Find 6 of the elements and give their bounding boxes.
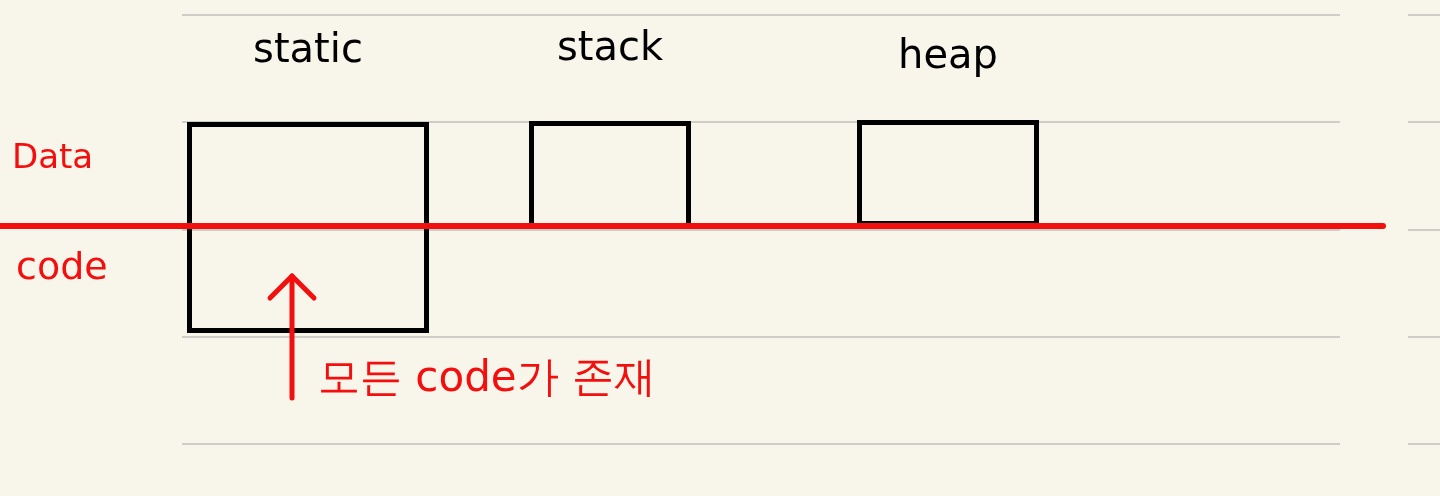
side-label: Data bbox=[12, 136, 94, 177]
box-heading: static bbox=[253, 28, 363, 68]
box-heading: stack bbox=[556, 26, 664, 66]
side-label: code bbox=[16, 244, 108, 290]
annotation-text: 모든 code가 존재 bbox=[318, 352, 656, 403]
arrow bbox=[267, 273, 317, 401]
